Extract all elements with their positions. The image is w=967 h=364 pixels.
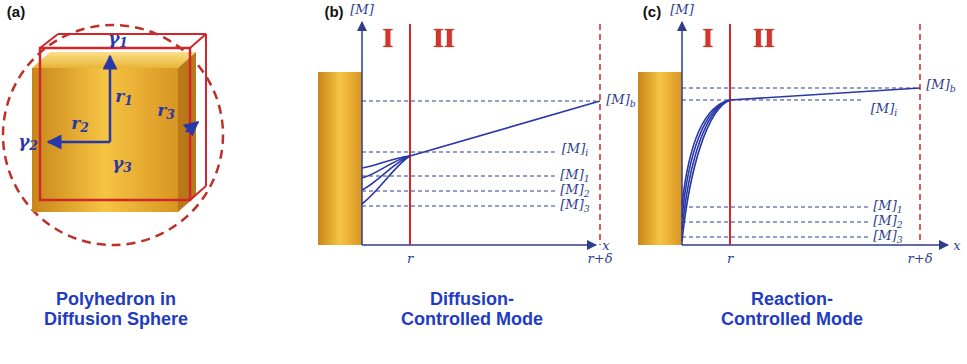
concentration-label: [M]i xyxy=(562,142,588,158)
concentration-label: [M]b xyxy=(606,93,635,109)
profile-curve xyxy=(682,100,730,230)
level-line xyxy=(682,222,868,223)
polyhedron-outline xyxy=(40,48,190,200)
panel-letter: (b) xyxy=(324,4,343,21)
concentration-label: [M]3 xyxy=(873,229,902,245)
diffusion-layer-edge xyxy=(599,24,601,245)
concentration-label: [M]3 xyxy=(560,198,589,214)
polyhedron-outline xyxy=(58,33,206,35)
polyhedron-outline xyxy=(40,34,58,48)
region-label: II xyxy=(753,23,775,54)
level-line xyxy=(362,101,596,102)
particle-surface xyxy=(318,72,362,245)
level-line xyxy=(682,237,868,238)
position-label: r+δ xyxy=(908,252,933,266)
concentration-label: [M]1 xyxy=(873,199,902,215)
concentration-label: [M]i xyxy=(871,102,897,118)
position-label: r xyxy=(407,252,413,266)
panel-letter: (a) xyxy=(7,4,25,21)
cube-top xyxy=(32,52,196,68)
panel-letter: (c) xyxy=(643,4,661,21)
level-lines xyxy=(362,101,596,206)
level-line xyxy=(682,207,868,208)
concentration-label: [M]b xyxy=(926,78,955,94)
surface-energy-symbol: γ1 xyxy=(108,29,128,51)
radius-arrow xyxy=(48,141,110,144)
panel-title: Polyhedron in Diffusion Sphere xyxy=(26,290,206,330)
profile-line xyxy=(410,101,600,156)
surface-energy-symbol: γ3 xyxy=(112,154,132,176)
cube-front xyxy=(32,68,178,212)
polyhedron-outline xyxy=(190,186,206,200)
profile-curve xyxy=(362,156,410,204)
concentration-profile xyxy=(362,101,600,204)
radius-arrow xyxy=(109,56,112,142)
concentration-label: [M]2 xyxy=(873,214,902,230)
diffusion-sphere xyxy=(3,25,223,245)
axis-label: x xyxy=(953,239,960,253)
level-line xyxy=(682,88,916,89)
level-line xyxy=(362,176,555,177)
level-line xyxy=(362,152,555,153)
level-line xyxy=(682,100,862,101)
radius-symbol: r1 xyxy=(115,87,132,109)
panel-title: Diffusion- Controlled Mode xyxy=(387,290,557,330)
panel-title: Reaction- Controlled Mode xyxy=(707,290,877,330)
polyhedron-outline xyxy=(190,34,206,48)
position-label: r+δ xyxy=(588,252,613,266)
position-label: r xyxy=(727,252,733,266)
concentration-label: [M]1 xyxy=(560,168,589,184)
axis-label: [M] xyxy=(350,3,373,17)
profile-curve xyxy=(682,100,730,218)
profile-line xyxy=(730,88,920,100)
y-axis xyxy=(361,22,363,245)
axis-label: [M] xyxy=(670,3,693,17)
radius-symbol: r2 xyxy=(71,114,88,136)
diffusion-layer-edge xyxy=(919,24,921,245)
x-axis xyxy=(362,244,596,246)
axis-label: x xyxy=(602,239,609,253)
polyhedron-outline xyxy=(205,34,207,186)
radius-symbol: r3 xyxy=(157,101,174,123)
concentration-profile xyxy=(682,88,920,241)
boundary-line xyxy=(409,24,411,245)
particle-surface xyxy=(638,72,682,245)
radius-arrow xyxy=(186,122,198,132)
region-label: II xyxy=(433,23,455,54)
region-label: I xyxy=(383,23,394,54)
region-label: I xyxy=(703,23,714,54)
x-axis xyxy=(682,244,948,246)
surface-energy-symbol: γ2 xyxy=(18,132,38,154)
boundary-line xyxy=(729,24,731,245)
level-line xyxy=(362,206,555,207)
profile-curve xyxy=(682,100,730,241)
level-line xyxy=(362,191,555,192)
concentration-label: [M]2 xyxy=(560,183,589,199)
